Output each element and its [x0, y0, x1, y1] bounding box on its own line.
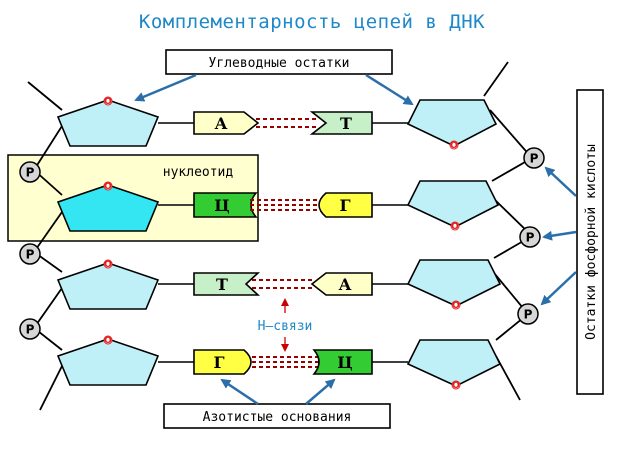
phosphate-symbol: P: [26, 248, 35, 262]
phosphate-symbol: P: [530, 152, 539, 166]
base-left-3: [193, 272, 261, 296]
phosphate-symbol: P: [524, 308, 533, 322]
oxygen-symbol: O: [450, 141, 458, 151]
base-pair-row-3: Т А: [193, 272, 373, 296]
sugar-left-row-1: O: [56, 96, 194, 147]
phosphate-left-3: P: [19, 318, 41, 340]
oxygen-symbol: O: [104, 336, 112, 346]
carbohydrate-label-box: [165, 49, 393, 75]
nitrogenous-label: Азотистые основания: [203, 410, 352, 425]
base-left-2: [193, 192, 258, 218]
oxygen-symbol: O: [451, 222, 459, 232]
base-right-4: [312, 349, 373, 375]
carbohydrate-label: Углеводные остатки: [209, 56, 350, 71]
phosphate-arrow-2: [542, 230, 577, 241]
base-pair-row-4: Г Ц: [193, 349, 373, 375]
sugar-left-row-3: O: [56, 259, 194, 310]
phosphate-arrow-3: [540, 271, 577, 306]
base-right-1: [309, 111, 373, 135]
phosphate-right-2: P: [519, 226, 541, 248]
phosphate-left-2: P: [19, 243, 41, 265]
oxygen-symbol: O: [452, 381, 460, 391]
phosphate-right-3: P: [517, 303, 539, 325]
nitrogenous-label-box: [163, 403, 391, 429]
base-pair-row-2: Ц Г: [193, 192, 373, 218]
oxygen-symbol: O: [104, 182, 112, 192]
diagram-title: Комплементарность цепей в ДНК: [139, 11, 485, 33]
sugar-right-row-1: O: [372, 99, 498, 151]
oxygen-symbol: O: [104, 260, 112, 270]
sugar-left-row-4: O: [56, 335, 194, 386]
base-left-1: [193, 111, 260, 135]
base-letter-right: Т: [340, 114, 352, 133]
phosphate-symbol: P: [26, 166, 35, 180]
base-right-2: [318, 192, 373, 218]
base-letter-right: Г: [339, 196, 350, 215]
oxygen-symbol: O: [104, 97, 112, 107]
hydrogen-bonds-label: Н–связи: [258, 319, 313, 334]
carbohydrate-arrow-left: [134, 73, 197, 102]
base-letter-right: А: [338, 275, 351, 294]
base-left-4: [193, 349, 252, 375]
phosphate-label-box: [576, 89, 604, 395]
phosphate-right-1: P: [523, 147, 545, 169]
base-right-3: [310, 272, 373, 296]
sugar-left-row-2: O: [56, 181, 194, 232]
sugar-right-row-2: O: [372, 180, 500, 232]
nucleotide-label: нуклеотид: [163, 165, 234, 180]
base-letter-left: Т: [216, 275, 228, 294]
nitrogenous-arrow-right: [305, 378, 336, 405]
base-letter-left: А: [214, 114, 227, 133]
base-letter-left: Г: [213, 353, 224, 372]
base-pair-row-1: А Т: [193, 111, 373, 135]
sugar-right-row-4: O: [372, 339, 502, 391]
phosphate-label: Остатки фосфорной кислоты: [584, 144, 599, 340]
phosphate-left-1: P: [19, 161, 41, 183]
phosphate-symbol: P: [26, 323, 35, 337]
sugar-right-row-3: O: [372, 259, 502, 311]
oxygen-symbol: O: [452, 301, 460, 311]
base-letter-left: Ц: [214, 196, 229, 215]
carbohydrate-arrow-right: [365, 73, 414, 106]
base-letter-right: Ц: [337, 353, 352, 372]
nitrogenous-arrow-left: [220, 378, 259, 406]
phosphate-arrow-1: [544, 166, 577, 197]
phosphate-symbol: P: [526, 231, 535, 245]
